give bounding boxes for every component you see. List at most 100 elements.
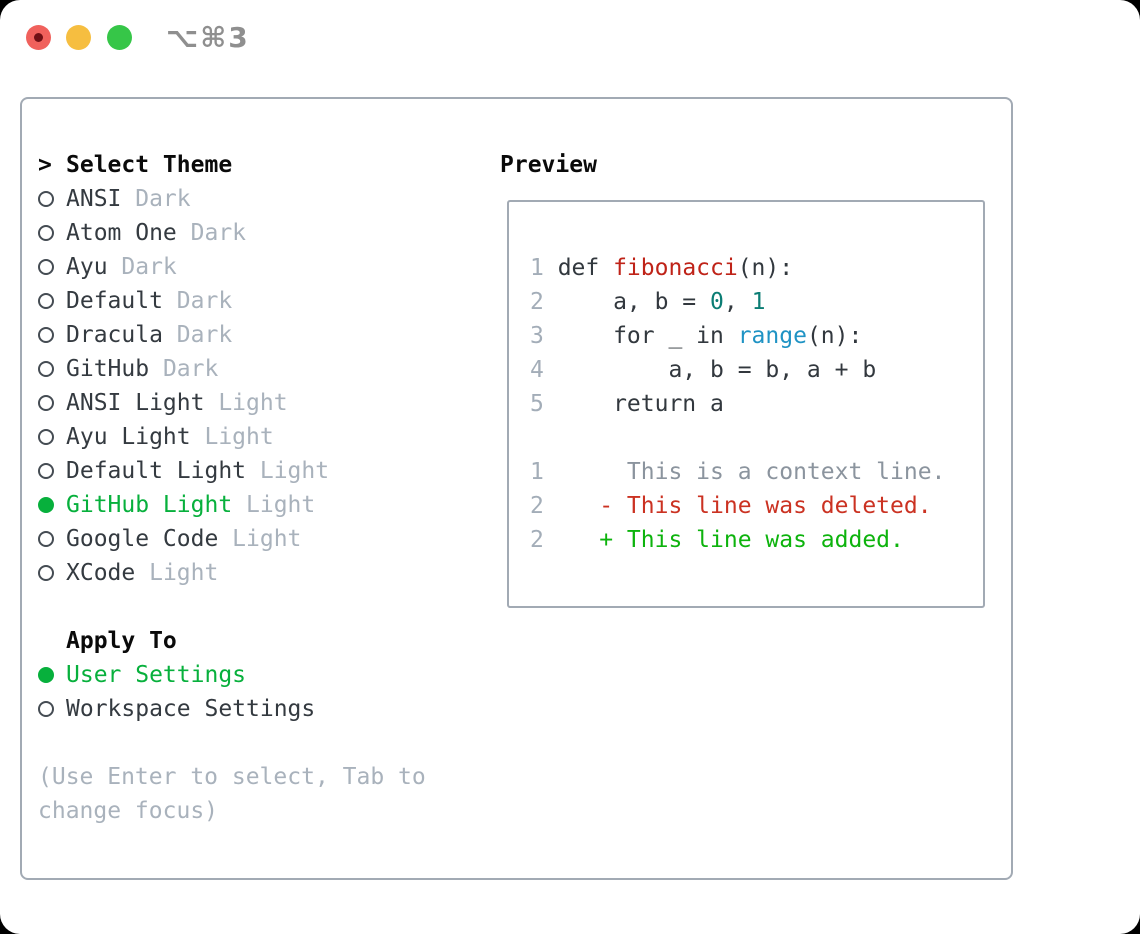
radio-icon bbox=[38, 259, 66, 275]
token-code: def bbox=[557, 255, 614, 281]
theme-name: Atom One bbox=[66, 220, 177, 246]
theme-name: Dracula bbox=[66, 322, 163, 348]
code-tokens: a, b = 0, 1 bbox=[558, 289, 766, 315]
spacer bbox=[38, 726, 426, 760]
radio-icon bbox=[38, 429, 66, 445]
token-code: for _ in bbox=[557, 323, 738, 349]
token-call: range bbox=[737, 323, 807, 349]
minimize-button[interactable] bbox=[66, 25, 91, 50]
radio-icon bbox=[38, 395, 66, 411]
token-code: (n): bbox=[806, 323, 863, 349]
close-button[interactable] bbox=[26, 25, 51, 50]
code-line: 1 def fibonacci(n): bbox=[530, 251, 983, 285]
code-tokens: return a bbox=[558, 391, 724, 417]
code-tokens: This is a context line. bbox=[558, 459, 946, 485]
theme-option-github[interactable]: GitHub Dark bbox=[38, 352, 426, 386]
radio-icon bbox=[38, 327, 66, 343]
theme-variant-badge: Light bbox=[218, 390, 288, 416]
token-code: a, b = b, a + b bbox=[557, 357, 877, 383]
theme-name: GitHub bbox=[66, 356, 150, 382]
token-number: 0 bbox=[710, 289, 724, 315]
theme-option-xcode[interactable]: XCode Light bbox=[38, 556, 426, 590]
line-number: 2 bbox=[530, 527, 544, 553]
code-tokens: + This line was added. bbox=[558, 527, 904, 553]
token-function: fibonacci bbox=[613, 255, 738, 281]
theme-option-default-light[interactable]: Default Light Light bbox=[38, 454, 426, 488]
titlebar: ⌥⌘3 bbox=[0, 0, 1140, 76]
radio-icon bbox=[38, 701, 66, 717]
radio-icon bbox=[38, 463, 66, 479]
theme-variant-badge: Light bbox=[149, 560, 219, 586]
theme-variant-badge: Dark bbox=[176, 322, 233, 348]
theme-option-google-code[interactable]: Google Code Light bbox=[38, 522, 426, 556]
line-number: 1 bbox=[530, 255, 544, 281]
apply-option-label: Workspace Settings bbox=[66, 696, 316, 722]
code-tokens: for _ in range(n): bbox=[557, 323, 863, 349]
code-tokens: - This line was deleted. bbox=[557, 493, 932, 519]
apply-option-workspace-settings[interactable]: Workspace Settings bbox=[38, 692, 426, 726]
hint-line-2: change focus) bbox=[38, 798, 219, 824]
theme-variant-badge: Dark bbox=[135, 186, 191, 212]
code-line: 3 for _ in range(n): bbox=[530, 319, 983, 353]
token-code: (n): bbox=[737, 255, 794, 281]
apply-to-header: Apply To bbox=[38, 624, 426, 658]
spacer bbox=[38, 590, 426, 624]
code-line: 1 This is a context line. bbox=[530, 455, 983, 489]
code-tokens: def fibonacci(n): bbox=[558, 255, 793, 281]
theme-option-ansi[interactable]: ANSI Dark bbox=[38, 182, 426, 216]
token-number: 1 bbox=[751, 289, 766, 315]
theme-name: Ayu bbox=[66, 254, 108, 280]
select-theme-title: Select Theme bbox=[66, 152, 233, 178]
line-number: 2 bbox=[530, 493, 544, 519]
radio-icon bbox=[38, 225, 66, 241]
radio-icon bbox=[38, 191, 66, 207]
token-code: return a bbox=[557, 391, 724, 417]
theme-option-atom-one[interactable]: Atom One Dark bbox=[38, 216, 426, 250]
prompt-icon: > bbox=[38, 152, 52, 178]
theme-option-dracula[interactable]: Dracula Dark bbox=[38, 318, 426, 352]
theme-variant-badge: Light bbox=[232, 526, 302, 552]
window-title: ⌥⌘3 bbox=[166, 21, 250, 54]
theme-option-ayu-light[interactable]: Ayu Light Light bbox=[38, 420, 426, 454]
line-number: 5 bbox=[530, 391, 544, 417]
apply-option-label: User Settings bbox=[66, 662, 247, 688]
theme-variant-badge: Light bbox=[204, 424, 274, 450]
token-context: This is a context line. bbox=[557, 459, 946, 485]
preview-title: Preview bbox=[500, 152, 597, 178]
line-number: 3 bbox=[530, 323, 544, 349]
theme-variant-badge: Light bbox=[246, 492, 316, 518]
line-number: 2 bbox=[530, 289, 544, 315]
radio-icon bbox=[38, 565, 66, 581]
theme-option-default[interactable]: Default Dark bbox=[38, 284, 426, 318]
select-theme-header: > Select Theme bbox=[38, 148, 426, 182]
theme-variant-badge: Dark bbox=[121, 254, 177, 280]
theme-option-ayu[interactable]: Ayu Dark bbox=[38, 250, 426, 284]
token-deleted: - This line was deleted. bbox=[557, 493, 932, 519]
code-line: 2 a, b = 0, 1 bbox=[530, 285, 983, 319]
theme-variant-badge: Light bbox=[259, 458, 330, 484]
theme-option-ansi-light[interactable]: ANSI Light Light bbox=[38, 386, 426, 420]
theme-name: Ayu Light bbox=[66, 424, 191, 450]
line-number: 1 bbox=[530, 459, 544, 485]
zoom-button[interactable] bbox=[107, 25, 132, 50]
theme-variant-badge: Dark bbox=[162, 356, 219, 382]
theme-name: ANSI Light bbox=[66, 390, 205, 416]
theme-name: Google Code bbox=[66, 526, 219, 552]
radio-selected-icon bbox=[38, 497, 66, 513]
line-number: 4 bbox=[530, 357, 544, 383]
theme-name: Default bbox=[66, 288, 163, 314]
theme-variant-badge: Dark bbox=[176, 288, 233, 314]
code-tokens: a, b = b, a + b bbox=[557, 357, 877, 383]
theme-name: XCode bbox=[66, 560, 136, 586]
theme-name: Default Light bbox=[66, 458, 247, 484]
radio-icon bbox=[38, 293, 66, 309]
apply-option-user-settings[interactable]: User Settings bbox=[38, 658, 426, 692]
theme-name: ANSI bbox=[66, 186, 122, 212]
theme-variant-badge: Dark bbox=[190, 220, 247, 246]
radio-icon bbox=[38, 361, 66, 377]
